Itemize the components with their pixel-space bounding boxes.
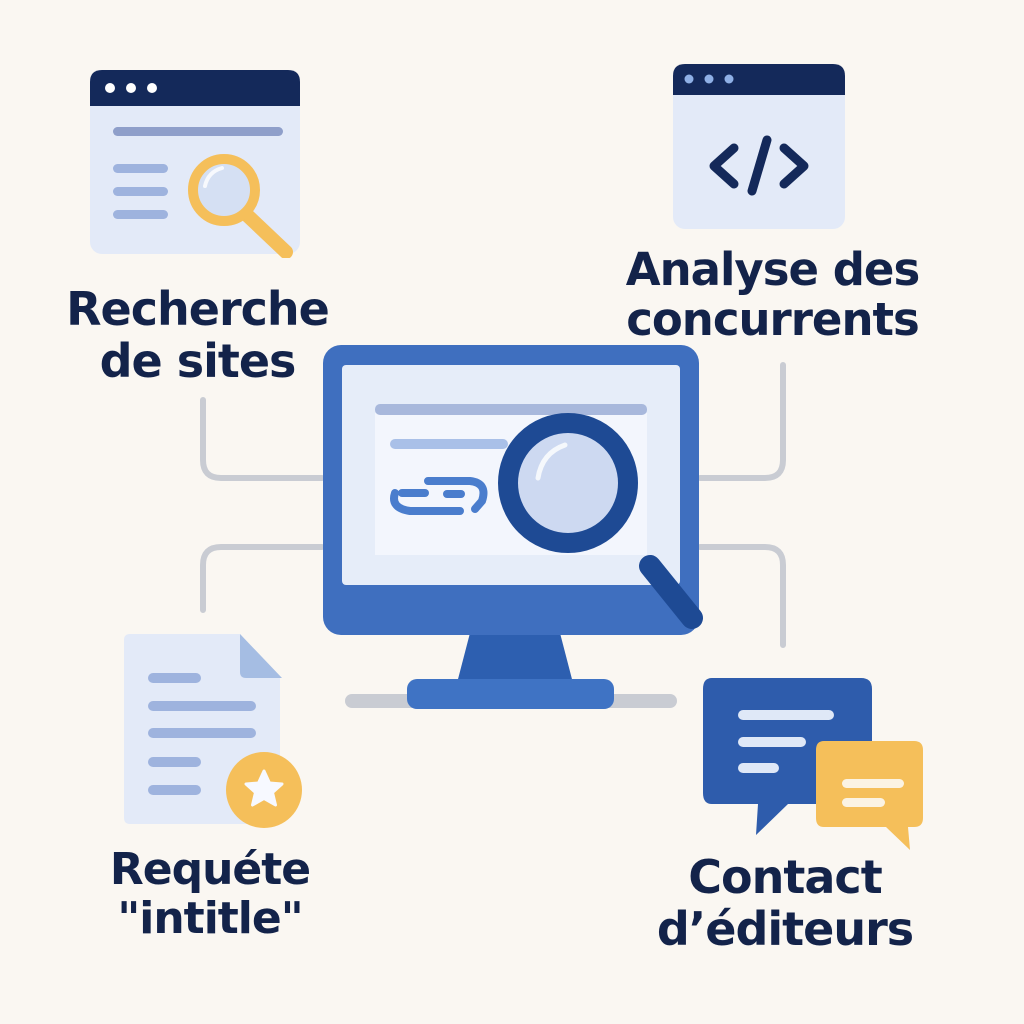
- node-publisher-contact: [700, 675, 925, 855]
- label-site-search-line1: Recherche: [66, 282, 330, 336]
- label-intitle-query: Requéte "intitle": [90, 845, 330, 944]
- chat-bubbles-icon: [703, 678, 923, 850]
- node-site-search: [88, 68, 302, 258]
- label-competitor-analysis-line2: concurrents: [626, 293, 920, 347]
- label-publisher-contact-line1: Contact: [688, 850, 882, 904]
- monitor-search-icon: [323, 345, 703, 709]
- label-publisher-contact: Contact d’éditeurs: [640, 850, 930, 956]
- browser-search-icon: [90, 70, 300, 258]
- label-site-search: Recherche de sites: [55, 282, 340, 388]
- node-competitor-analysis: [672, 63, 846, 231]
- center-monitor: [320, 343, 712, 713]
- node-intitle-query: [120, 630, 305, 830]
- label-publisher-contact-line2: d’éditeurs: [656, 901, 914, 956]
- code-window-icon: [673, 64, 845, 229]
- label-intitle-query-line2: "intitle": [117, 893, 303, 945]
- label-competitor-analysis-line1: Analyse des: [625, 243, 920, 296]
- label-intitle-query-line1: Requéte: [109, 844, 311, 895]
- label-competitor-analysis: Analyse des concurrents: [615, 243, 930, 347]
- label-site-search-line2: de sites: [99, 333, 297, 388]
- document-star-icon: [124, 634, 302, 828]
